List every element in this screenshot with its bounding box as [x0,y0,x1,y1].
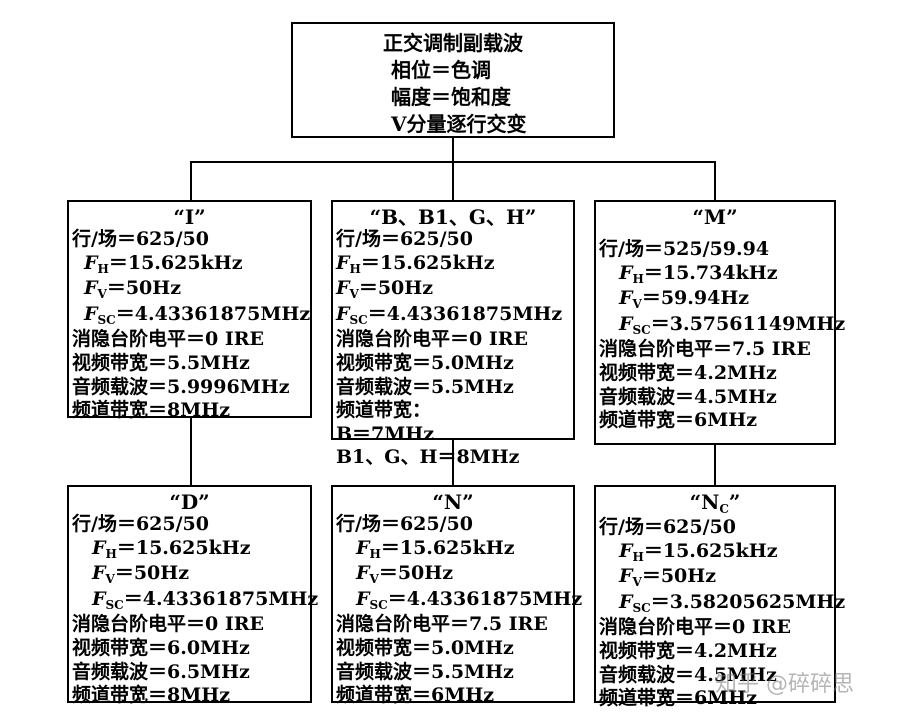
standard-box-M: “M” 行/场＝525/59.94 FH＝15.734kHz FV＝59.94H… [594,200,846,445]
line-channel-bandwidth-label: 频道带宽： [336,399,432,422]
line-fh: FH＝15.625kHz [84,251,243,276]
line-channel-bandwidth: 频道带宽＝6MHz [336,684,494,707]
line-fh: FH＝15.625kHz [336,251,495,276]
line-fsc: FSC＝4.43361875MHz [336,302,563,327]
line-video-bandwidth: 视频带宽＝5.0MHz [336,636,514,659]
line-video-bandwidth: 视频带宽＝4.2MHz [599,361,777,384]
line-fv: FV＝50Hz [84,277,182,302]
line-video-bandwidth: 视频带宽＝5.5MHz [72,351,250,374]
line-blanking-level: 消隐台阶电平＝0 IRE [336,328,528,351]
line-fsc: FSC＝3.58205625MHz [619,590,846,615]
standard-title: “B、B1、G、H” [369,205,537,229]
line-channel-bandwidth: 频道带宽＝8MHz [72,399,230,422]
line-blanking-level: 消隐台阶电平＝0 IRE [72,328,264,351]
connector-I-D [190,418,192,485]
connector-root-down [452,138,454,162]
connector-to-I [190,161,192,200]
line-fsc: FSC＝4.43361875MHz [92,587,319,612]
standard-box-NC: “NC” 行/场＝625/50 FH＝15.625kHz FV＝50Hz FSC… [594,485,846,709]
line-fh: FH＝15.625kHz [619,539,778,564]
line-channel-bandwidth-b1gh: B1、G、H＝8MHz [336,446,520,469]
line-lines-fields: 行/场＝525/59.94 [599,238,770,260]
line-video-bandwidth: 视频带宽＝5.0MHz [336,351,514,374]
root-line-phase: 相位＝色调 [391,58,491,82]
line-channel-bandwidth-b: B＝7MHz [336,422,435,445]
line-audio-carrier: 音频载波＝6.5MHz [72,660,250,683]
line-channel-bandwidth: 频道带宽＝8MHz [72,684,230,707]
line-audio-carrier: 音频载波＝5.5MHz [336,660,514,683]
standard-box-N: “N” 行/场＝625/50 FH＝15.625kHz FV＝50Hz FSC＝… [331,485,583,706]
connector-to-BG [452,161,454,200]
line-lines-fields: 行/场＝625/50 [336,513,473,535]
watermark: 知乎 @碎碎思 [715,672,854,697]
line-blanking-level: 消隐台阶电平＝7.5 IRE [336,613,548,636]
line-channel-bandwidth: 频道带宽＝6MHz [599,687,757,710]
connector-BG-N [452,440,454,485]
line-fv: FV＝50Hz [356,562,454,587]
line-fv: FV＝50Hz [619,565,717,590]
root-box-pal-features: 正交调制副载波 相位＝色调 幅度＝饱和度 V分量逐行交变 [291,22,615,138]
line-audio-carrier: 音频载波＝5.9996MHz [72,375,290,398]
line-fh: FH＝15.734kHz [619,261,778,286]
line-lines-fields: 行/场＝625/50 [599,516,736,538]
standard-box-I: “I” 行/场＝625/50 FH＝15.625kHz FV＝50Hz FSC＝… [67,200,312,421]
line-fv: FV＝59.94Hz [619,287,750,312]
connector-M-NC [714,445,716,485]
line-blanking-level: 消隐台阶电平＝0 IRE [72,613,264,636]
line-fh: FH＝15.625kHz [356,536,515,561]
connector-to-M [714,161,716,200]
line-audio-carrier: 音频载波＝5.5MHz [336,375,514,398]
line-channel-bandwidth: 频道带宽＝6MHz [599,409,757,432]
standard-title: “D” [169,490,210,514]
line-fsc: FSC＝3.57561149MHz [619,312,846,337]
line-fh: FH＝15.625kHz [92,536,251,561]
standard-title: “I” [173,205,206,229]
line-audio-carrier: 音频载波＝4.5MHz [599,385,777,408]
standard-box-D: “D” 行/场＝625/50 FH＝15.625kHz FV＝50Hz FSC＝… [67,485,319,706]
line-blanking-level: 消隐台阶电平＝0 IRE [599,616,791,639]
root-line-v-alternation: V分量逐行交变 [391,112,527,136]
line-video-bandwidth: 视频带宽＝6.0MHz [72,636,250,659]
line-fv: FV＝50Hz [336,277,434,302]
standard-title: “NC” [689,490,741,516]
standard-title: “M” [692,205,738,229]
line-lines-fields: 行/场＝625/50 [72,228,209,250]
line-lines-fields: 行/场＝625/50 [72,513,209,535]
line-fv: FV＝50Hz [92,562,190,587]
line-fsc: FSC＝4.43361875MHz [356,587,583,612]
standard-box-B-B1-G-H: “B、B1、G、H” 行/场＝625/50 FH＝15.625kHz FV＝50… [331,200,575,468]
line-video-bandwidth: 视频带宽＝4.2MHz [599,639,777,662]
standard-title: “N” [432,490,474,514]
line-blanking-level: 消隐台阶电平＝7.5 IRE [599,338,811,361]
root-line-amplitude: 幅度＝饱和度 [391,85,511,109]
line-audio-carrier: 音频载波＝4.5MHz [599,663,777,686]
root-title: 正交调制副载波 [383,31,523,55]
line-fsc: FSC＝4.43361875MHz [84,302,311,327]
line-lines-fields: 行/场＝625/50 [336,228,473,250]
